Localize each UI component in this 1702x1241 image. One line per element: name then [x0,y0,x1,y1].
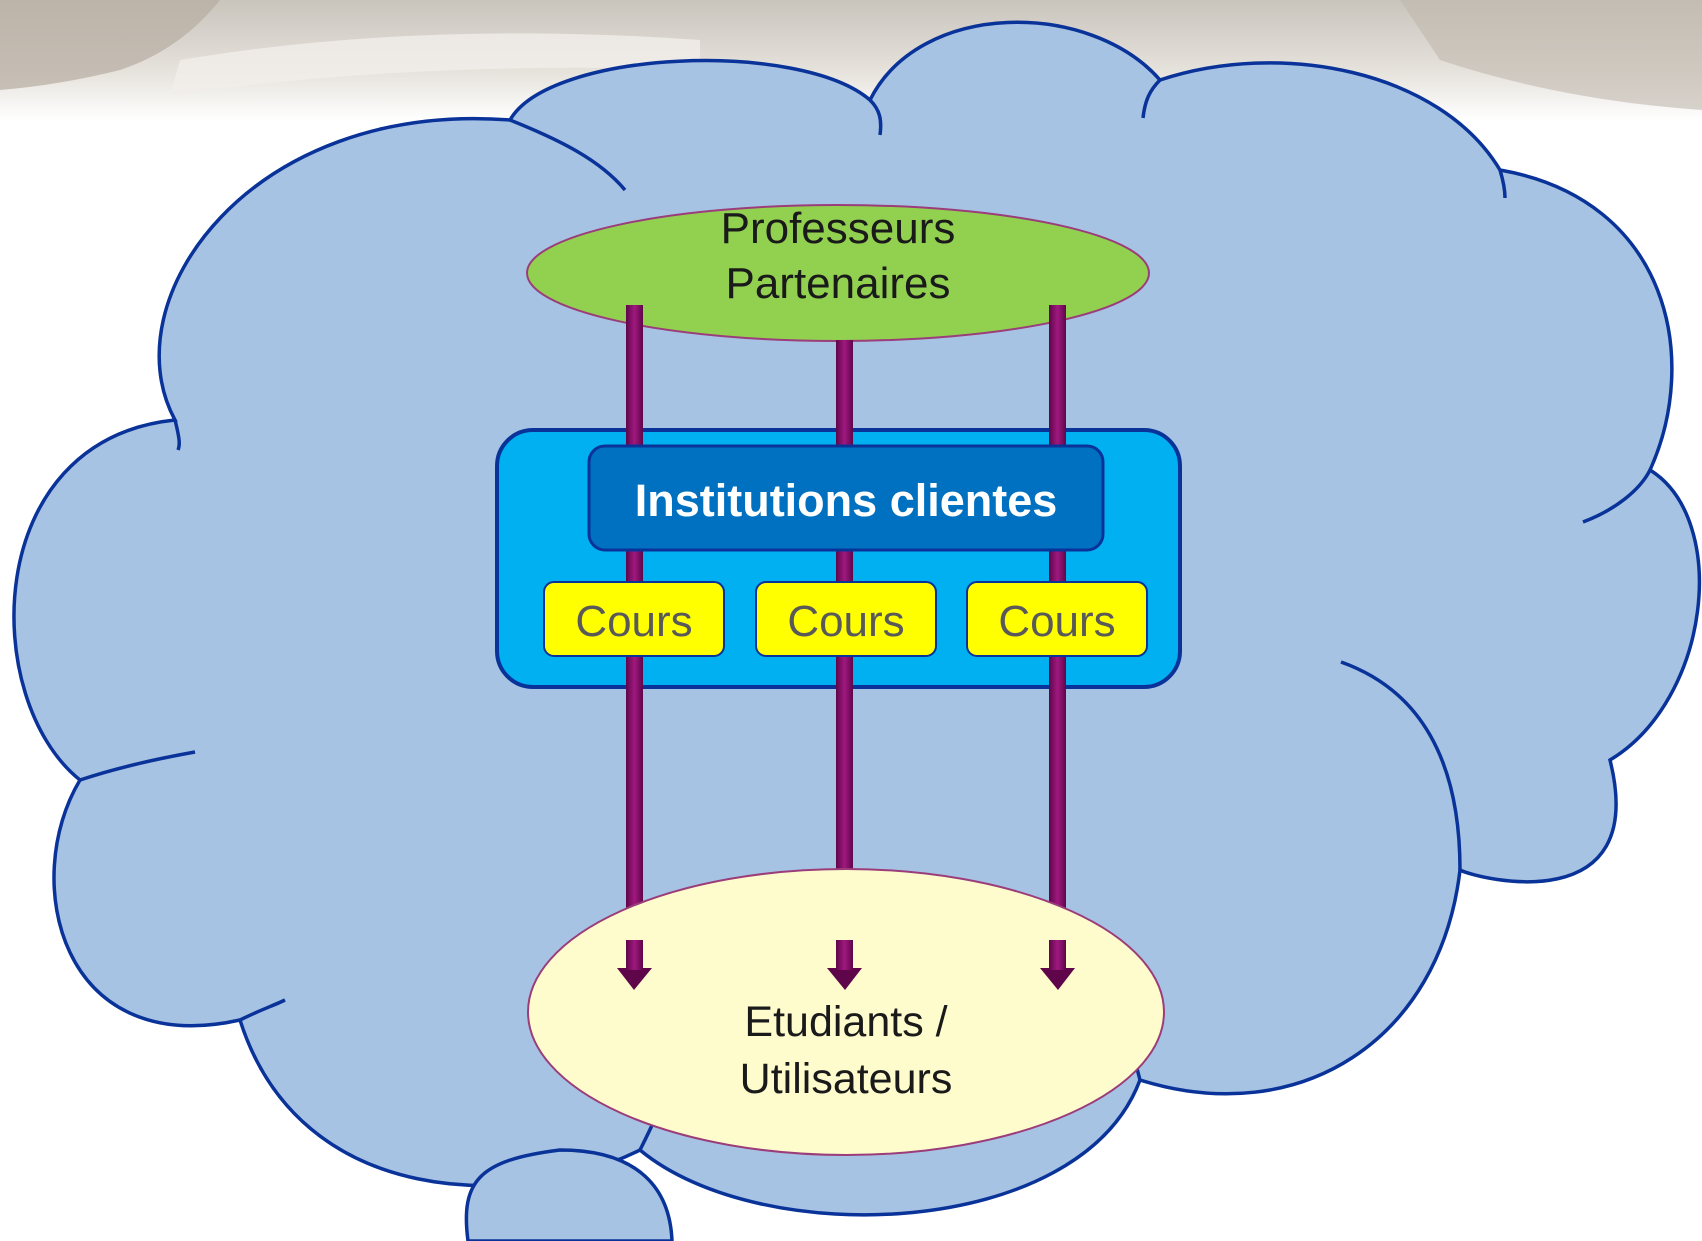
arrow-tail-center [836,940,853,970]
professeurs-node: Professeurs Partenaires [526,204,1150,342]
etudiants-node: Etudiants / Utilisateurs [527,868,1165,1156]
small-thought-bubble [464,1148,674,1241]
course-box: Cours [755,581,937,657]
course-box: Cours [966,581,1148,657]
course-label: Cours [998,597,1115,646]
etudiants-label: Etudiants / [744,998,947,1046]
institution-header [587,444,1105,552]
course-box: Cours [543,581,725,657]
professeurs-label: Professeurs [721,204,956,253]
course-label: Cours [787,597,904,646]
arrow-head-right [1040,968,1075,990]
utilisateurs-label: Utilisateurs [740,1055,953,1103]
arrow-tail-right [1049,940,1066,970]
arrow-head-center [827,968,862,990]
institution-label: Institutions clientes [635,475,1058,526]
arrow-tail-left [626,940,643,970]
partenaires-label: Partenaires [725,259,950,308]
course-label: Cours [575,597,692,646]
arrow-head-left [617,968,652,990]
